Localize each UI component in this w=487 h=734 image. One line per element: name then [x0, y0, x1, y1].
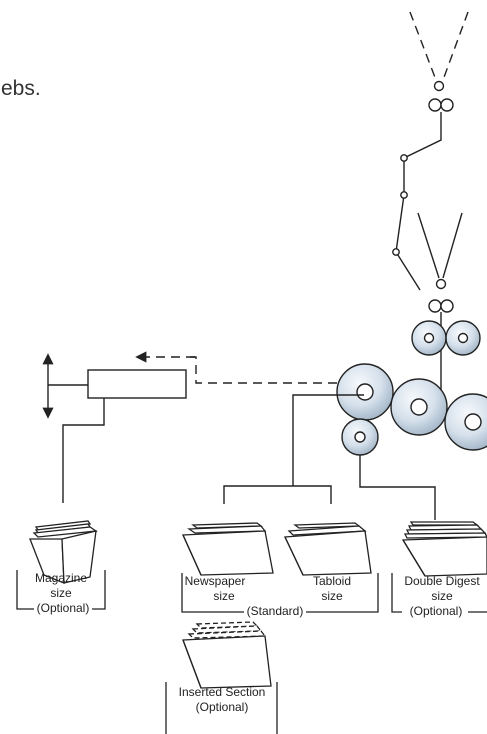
standard-label: (Standard) — [247, 604, 304, 618]
roller-icon — [341, 418, 379, 456]
roller-assembly — [336, 320, 487, 456]
magazine-optional-label: (Optional) — [37, 601, 90, 615]
roller-icon — [445, 320, 481, 356]
roller-icon — [336, 363, 394, 421]
double-digest-label: Double Digest — [404, 574, 480, 588]
inserted-section-optional-label: (Optional) — [196, 700, 249, 714]
delivery-box — [87, 369, 187, 399]
newspaper-size-label: size — [213, 589, 235, 603]
folded-product-icon — [284, 522, 372, 576]
roller-icon — [444, 393, 487, 451]
label-brackets — [16, 570, 487, 734]
folded-product-icon — [182, 621, 272, 689]
tabloid-label: Tabloid — [313, 574, 351, 588]
magazine-size-label: size — [50, 586, 72, 600]
double-digest-size-label: size — [431, 589, 453, 603]
delivery-unit — [42, 353, 187, 419]
delivery-lines — [62, 351, 436, 520]
web-path — [392, 11, 469, 400]
folded-product-icon — [29, 520, 98, 584]
folded-product-icon — [182, 522, 274, 576]
double-digest-optional-label: (Optional) — [410, 604, 463, 618]
folded-product-icon — [401, 521, 487, 577]
magazine-label: Magazine — [35, 571, 87, 585]
newspaper-label: Newspaper — [185, 574, 246, 588]
roller-icon — [411, 320, 447, 356]
roller-icon — [390, 378, 448, 436]
partial-caption: ebs. — [1, 77, 41, 100]
tabloid-size-label: size — [321, 589, 343, 603]
inserted-section-label: Inserted Section — [179, 685, 266, 699]
product-labels: Magazine size (Optional) Newspaper size … — [35, 571, 480, 714]
